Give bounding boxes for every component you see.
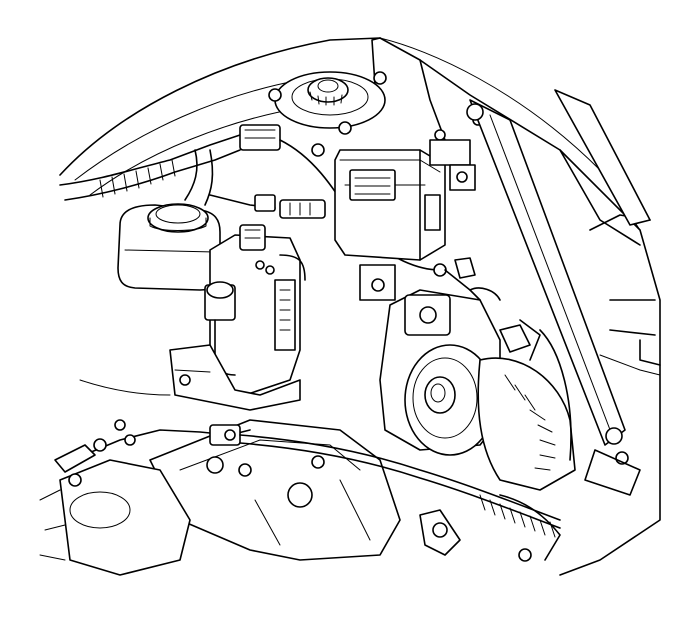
alternator xyxy=(379,257,576,491)
strut-mount xyxy=(268,71,484,141)
fender-body xyxy=(59,37,661,576)
transmission-housing xyxy=(39,419,401,576)
master-cylinder xyxy=(169,224,306,411)
fluid-reservoir xyxy=(117,203,221,291)
control-module xyxy=(311,139,476,301)
linkage xyxy=(54,419,561,562)
strut-brace xyxy=(466,89,651,496)
wiring-harness xyxy=(59,124,441,271)
